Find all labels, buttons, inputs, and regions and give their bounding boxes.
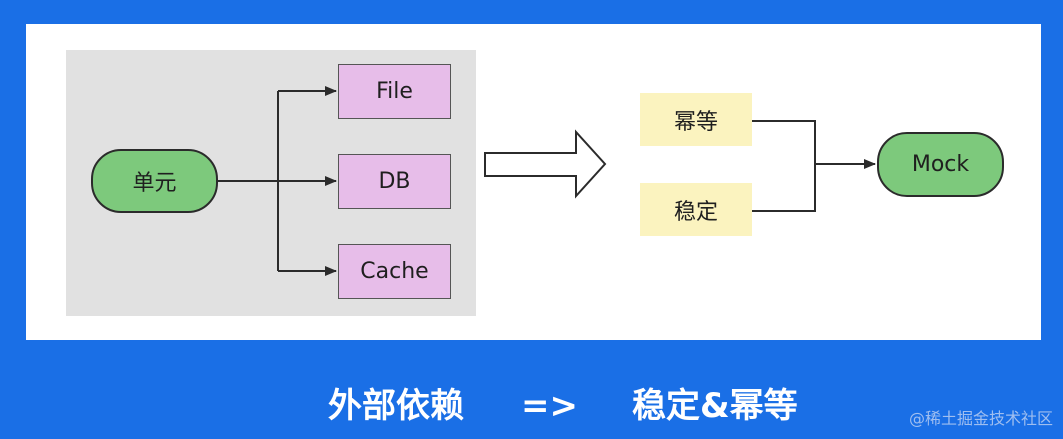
stable-node: 稳定 xyxy=(640,183,752,236)
transform-arrow xyxy=(484,129,607,199)
mock-node: Mock xyxy=(877,132,1004,197)
cache-node: Cache xyxy=(338,244,451,299)
mock-node-label: Mock xyxy=(911,152,970,177)
connector-idempotent xyxy=(752,120,816,164)
unit-node: 单元 xyxy=(91,149,218,213)
caption-right: 稳定&幂等 xyxy=(632,386,798,426)
unit-node-label: 单元 xyxy=(132,171,177,196)
db-node-label: DB xyxy=(378,169,411,194)
file-node-label: File xyxy=(376,79,413,104)
caption-arrow: => xyxy=(521,386,578,426)
connector-stable xyxy=(752,164,816,212)
file-node: File xyxy=(338,64,451,119)
stable-node-label: 稳定 xyxy=(673,199,718,225)
idempotent-node-label: 幂等 xyxy=(673,109,718,135)
platform-watermark: @稀土掘金技术社区 xyxy=(908,409,1053,428)
caption-left: 外部依赖 xyxy=(328,386,464,426)
db-node: DB xyxy=(338,154,451,209)
cache-node-label: Cache xyxy=(360,259,429,284)
idempotent-node: 幂等 xyxy=(640,93,752,146)
